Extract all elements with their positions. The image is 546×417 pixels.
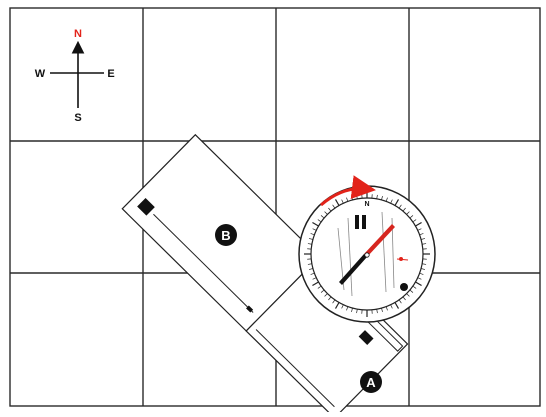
- point-a-label: A: [366, 375, 376, 390]
- point-b-label: B: [221, 228, 230, 243]
- declination-knob: [400, 283, 408, 291]
- rose-north-label: N: [74, 28, 82, 40]
- rose-south-label: S: [74, 112, 81, 124]
- point-a-marker: A: [360, 371, 382, 393]
- compass-housing: N: [299, 186, 435, 322]
- compass-rose-icon: N S E W: [35, 28, 115, 124]
- dial-north-label: N: [364, 201, 369, 208]
- rose-west-label: W: [35, 68, 46, 80]
- point-b-marker: B: [215, 224, 237, 246]
- rose-east-label: E: [107, 68, 114, 80]
